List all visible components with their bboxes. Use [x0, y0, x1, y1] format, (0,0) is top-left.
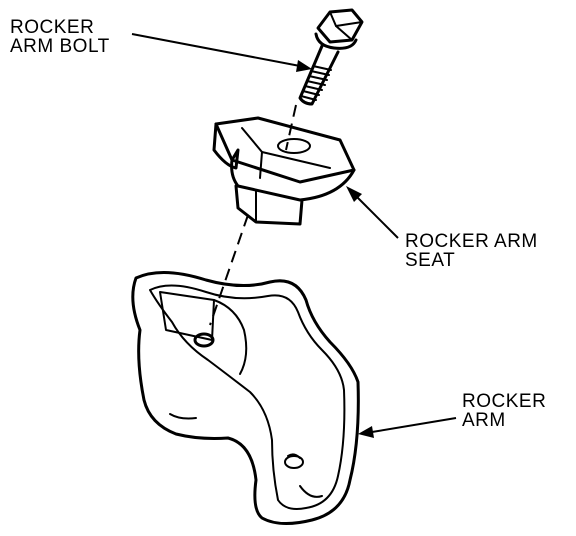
rocker-arm-bolt [298, 8, 364, 106]
rocker-arm-label: ROCKER ARM [462, 391, 547, 431]
leader-bolt [131, 33, 312, 72]
rocker-arm-bolt-label: ROCKER ARM BOLT [10, 17, 110, 57]
leader-seat [346, 186, 399, 239]
rocker-arm [131, 270, 360, 525]
leader-arm [358, 417, 457, 438]
rocker-arm-seat-label: ROCKER ARM SEAT [405, 231, 538, 271]
rocker-arm-seat [212, 116, 356, 226]
